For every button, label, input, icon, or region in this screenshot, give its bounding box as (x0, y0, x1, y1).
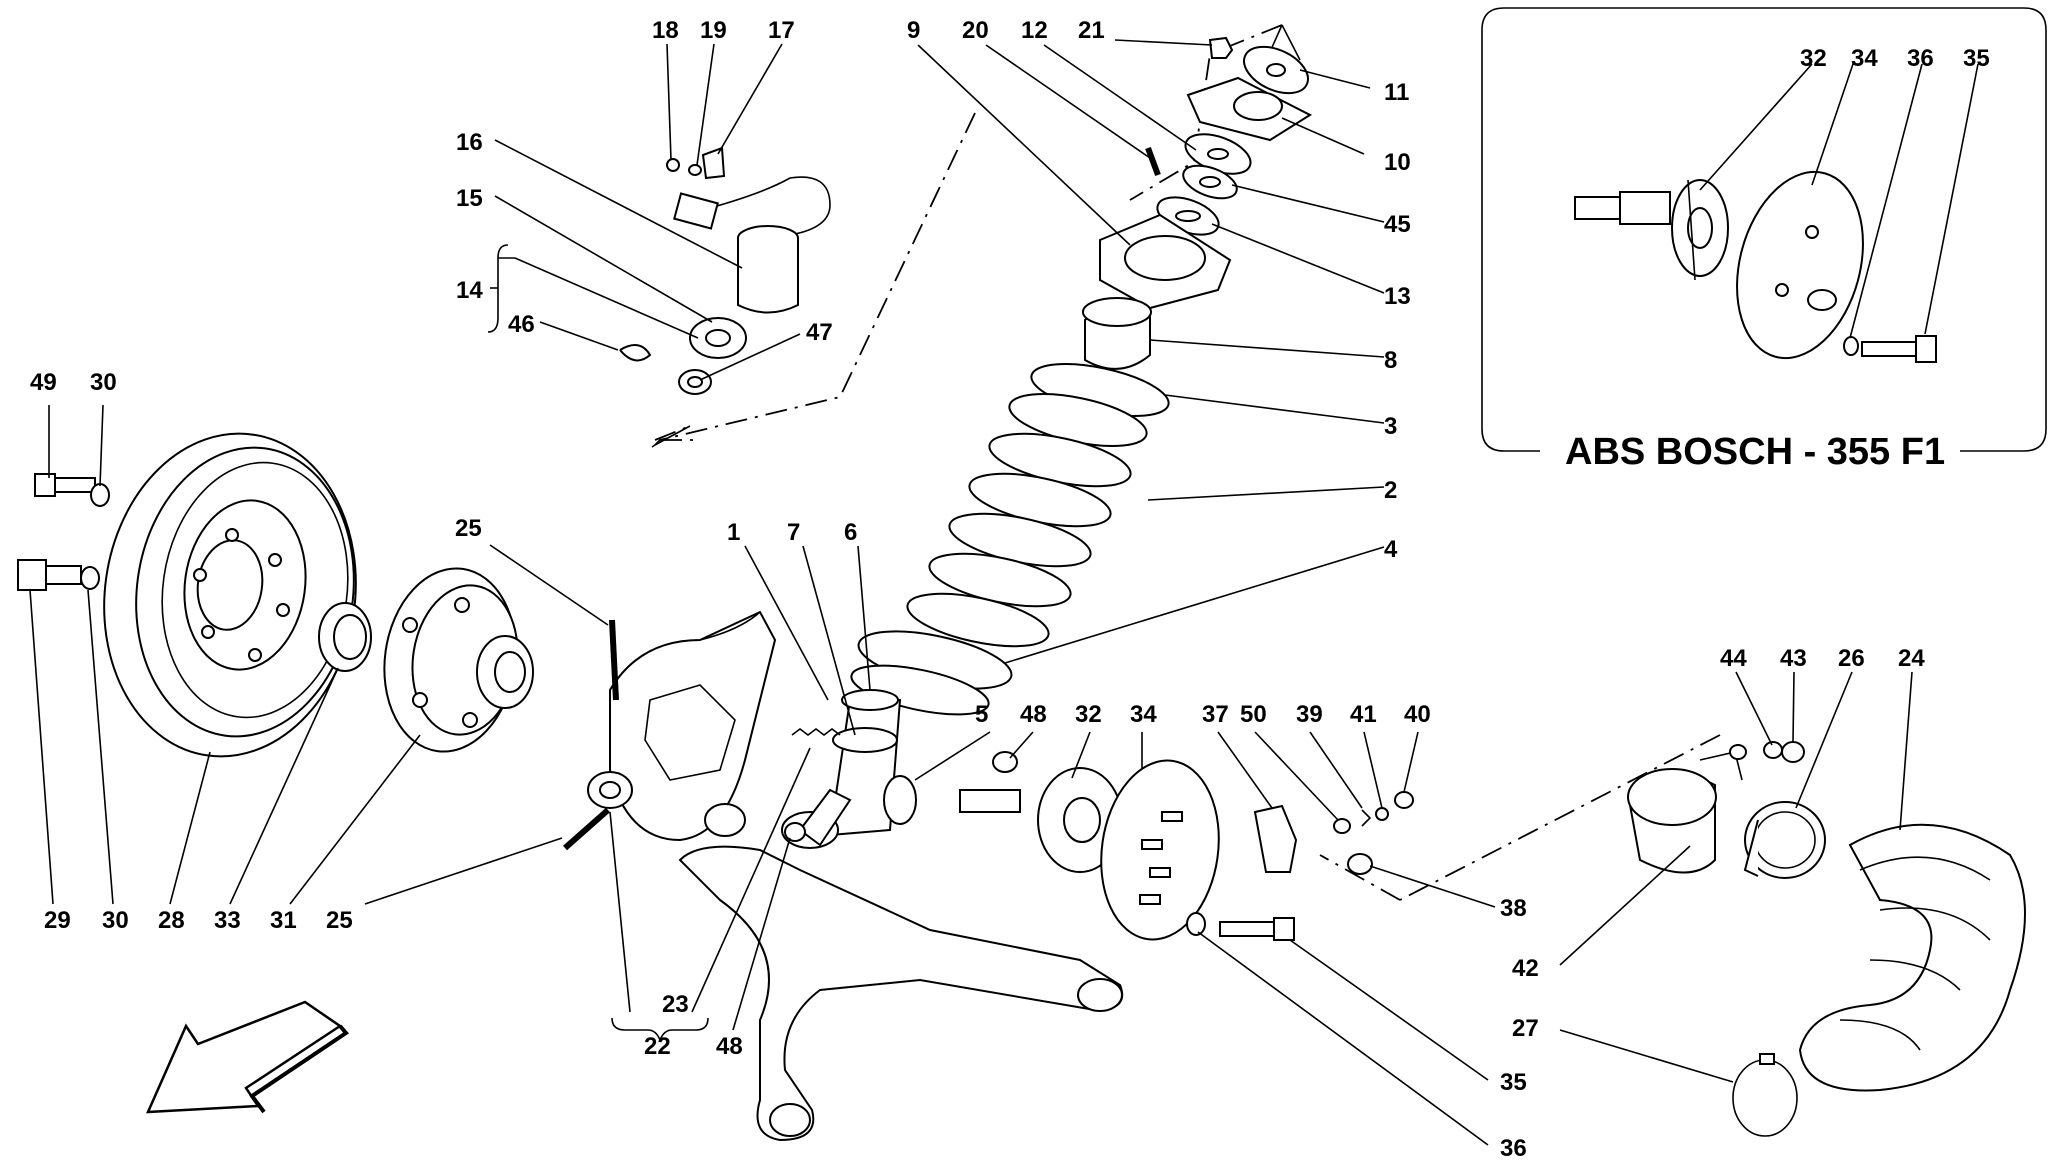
callout-48-top: 48 (1020, 701, 1047, 728)
callout-20: 20 (962, 17, 989, 44)
arrow-down-left-icon (146, 1000, 349, 1114)
wheel-hub (383, 567, 534, 753)
callout-40: 40 (1404, 701, 1431, 728)
sensor-plate (1100, 759, 1220, 941)
callout-11: 11 (1384, 79, 1409, 106)
callout-17: 17 (768, 17, 795, 44)
callout-30-bottom: 30 (102, 907, 129, 934)
callout-48-bottom: 48 (716, 1033, 743, 1060)
callout-16: 16 (456, 129, 483, 156)
callout-5: 5 (975, 701, 988, 728)
callout-1: 1 (727, 519, 740, 546)
hub-seal (318, 602, 372, 672)
callout-6: 6 (844, 519, 857, 546)
disc-bolts (17, 473, 110, 591)
callout-35: 35 (1500, 1069, 1527, 1096)
callout-25-top: 25 (455, 515, 482, 542)
abs-sensor-assembly (619, 146, 831, 395)
callout-24: 24 (1898, 645, 1925, 672)
callout-47: 47 (806, 319, 833, 346)
bracket-hardware (1186, 791, 1414, 941)
leader-lines (29, 39, 1913, 1146)
brake-disc (103, 432, 357, 758)
callout-14: 14 (456, 277, 483, 304)
callout-21: 21 (1078, 17, 1105, 44)
callout-15: 15 (456, 185, 483, 212)
callout-23: 23 (662, 991, 689, 1018)
inset-callout-35: 35 (1963, 45, 1990, 72)
inset-sensor-gear (1574, 179, 1729, 281)
callout-2: 2 (1384, 477, 1397, 504)
callout-10: 10 (1384, 149, 1411, 176)
callout-41: 41 (1350, 701, 1377, 728)
lower-control-arm (678, 845, 1124, 1142)
phonic-wheel-group (784, 751, 1123, 873)
callout-27: 27 (1512, 1015, 1539, 1042)
callout-32: 32 (1075, 701, 1102, 728)
callout-12: 12 (1021, 17, 1048, 44)
inset-callout-32: 32 (1800, 45, 1827, 72)
callout-45: 45 (1384, 211, 1411, 238)
callout-18: 18 (652, 17, 679, 44)
callout-36: 36 (1500, 1135, 1527, 1162)
brake-cooling-duct (1627, 741, 2026, 1137)
callout-34: 34 (1130, 701, 1157, 728)
coil-spring (906, 393, 1148, 648)
callout-33: 33 (214, 907, 241, 934)
callout-42: 42 (1512, 955, 1539, 982)
callout-30-top: 30 (90, 369, 117, 396)
callout-39: 39 (1296, 701, 1323, 728)
pin-spring (791, 728, 841, 736)
callout-50: 50 (1240, 701, 1267, 728)
callout-9: 9 (907, 17, 920, 44)
hub-carrier (563, 610, 777, 851)
callout-25-bottom: 25 (326, 907, 353, 934)
inset-title: ABS BOSCH - 355 F1 (1565, 431, 1945, 473)
inset-callout-36: 36 (1907, 45, 1934, 72)
callout-31: 31 (270, 907, 297, 934)
callout-26: 26 (1838, 645, 1865, 672)
callout-43: 43 (1780, 645, 1807, 672)
inset-mounting-plate (1736, 170, 1864, 360)
abs-bosch-inset: ABS BOSCH - 355 F1 32 34 36 35 (1481, 7, 2047, 473)
callout-numbers: 18 19 17 9 20 12 21 11 10 45 13 8 3 2 4 … (30, 17, 1925, 1162)
callout-13: 13 (1384, 283, 1411, 310)
callout-29: 29 (44, 907, 71, 934)
callout-49: 49 (30, 369, 57, 396)
callout-8: 8 (1384, 347, 1397, 374)
callout-37: 37 (1202, 701, 1229, 728)
callout-3: 3 (1384, 413, 1397, 440)
callout-38: 38 (1500, 895, 1527, 922)
callout-4: 4 (1384, 536, 1398, 563)
callout-44: 44 (1720, 645, 1747, 672)
shock-absorber-assembly (781, 36, 1313, 849)
inset-bolt-washer (1843, 335, 1937, 363)
callout-46: 46 (508, 311, 535, 338)
callout-28: 28 (158, 907, 185, 934)
callout-22: 22 (644, 1033, 671, 1060)
inset-callout-34: 34 (1851, 45, 1878, 72)
callout-7: 7 (787, 519, 800, 546)
callout-19: 19 (700, 17, 727, 44)
